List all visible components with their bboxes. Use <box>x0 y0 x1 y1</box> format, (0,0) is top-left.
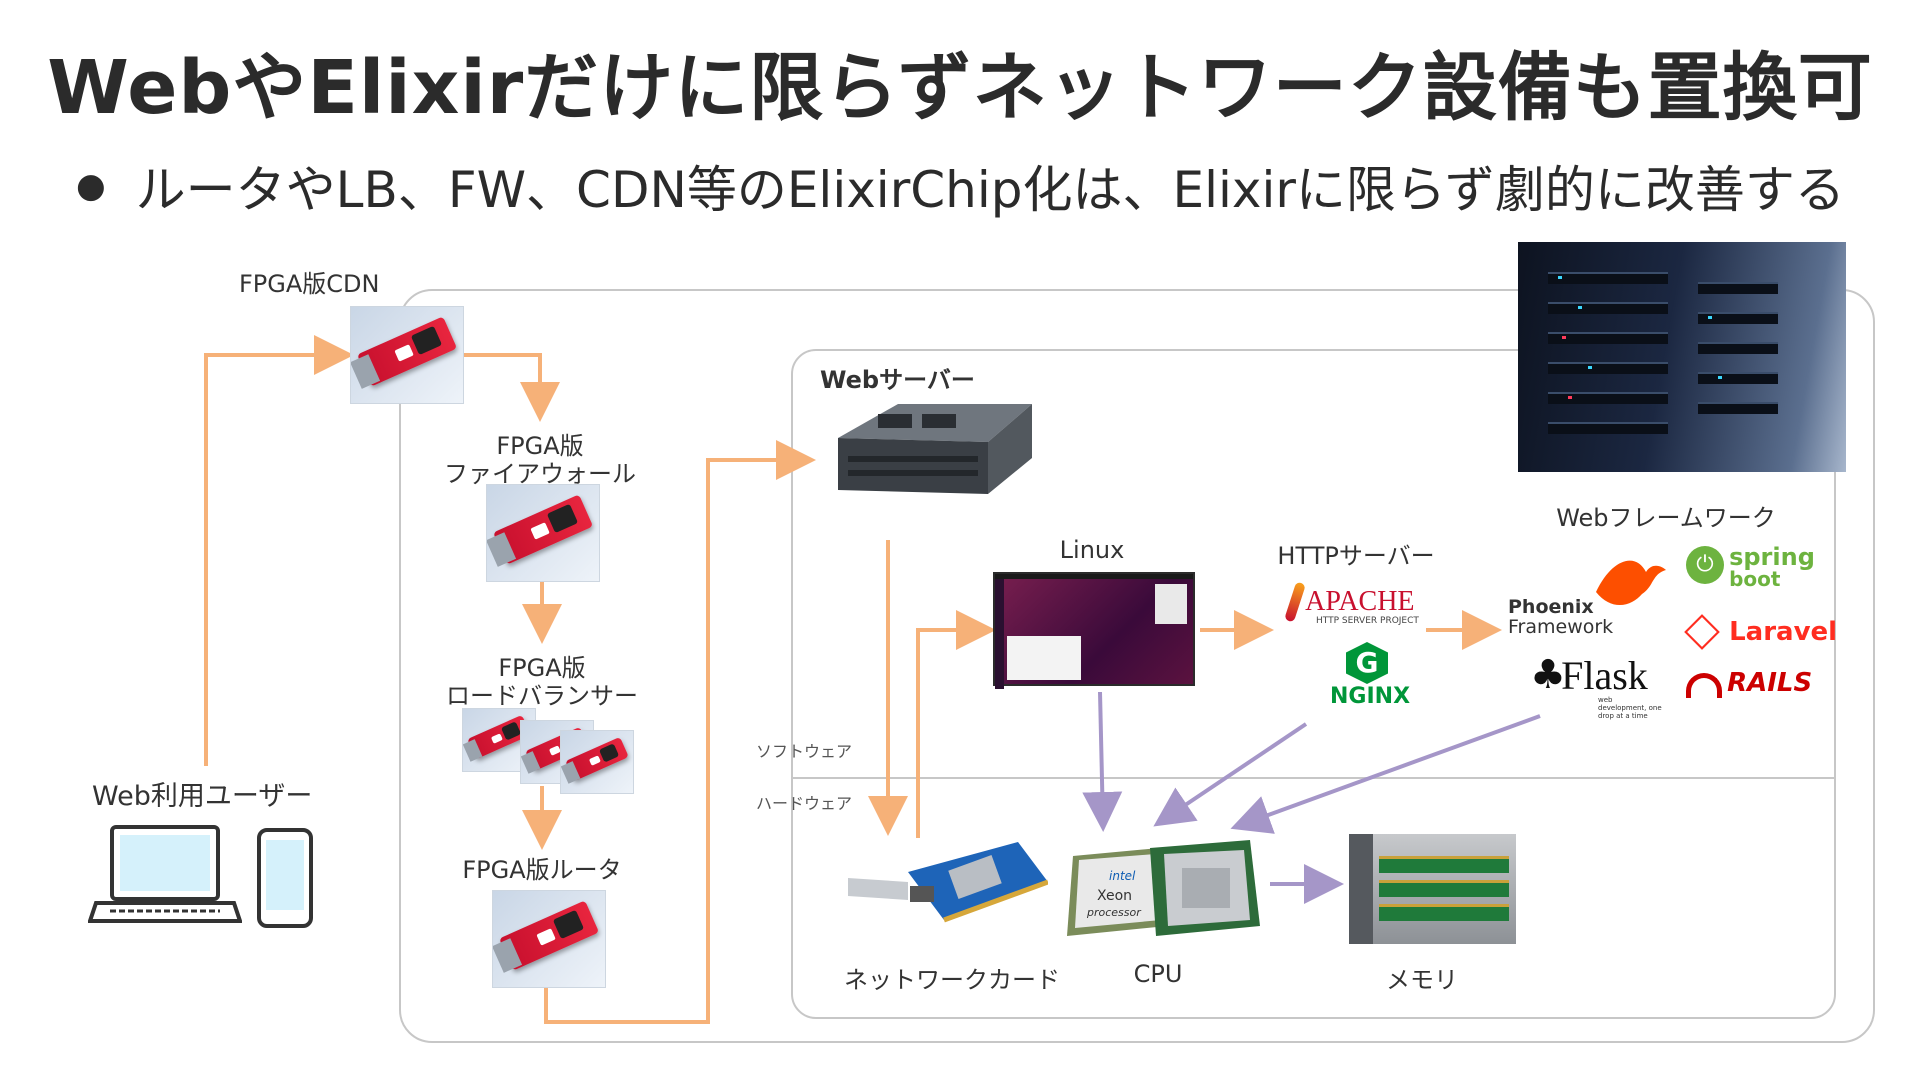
linux-label: Linux <box>1059 536 1125 564</box>
fpga-card-icon <box>560 730 634 794</box>
xeon-text: Xeon <box>1097 888 1132 904</box>
outer-frame <box>399 289 1875 1043</box>
smartphone-icon <box>257 828 313 928</box>
power-icon: ⏻ <box>1686 546 1724 584</box>
web-user-label: Web利用ユーザー <box>92 781 313 812</box>
arrow-router-to-server <box>544 440 816 1024</box>
fpga-loadbalancer-label-line1: FPGA版 <box>498 654 586 682</box>
server-rack-icon <box>1518 242 1846 472</box>
web-framework-label: Webフレームワーク <box>1556 504 1776 532</box>
cpu-icon: intel Xeon processor <box>1067 848 1167 936</box>
fpga-router-label: FPGA版ルータ <box>462 856 622 884</box>
network-card-icon <box>848 842 1048 923</box>
fpga-cdn-label: FPGA版CDN <box>239 270 380 298</box>
web-server-frame <box>791 349 1836 1019</box>
fpga-card-icon <box>350 306 464 404</box>
slide-title: WebやElixirだけに限らずネットワーク設備も置換可 <box>47 45 1873 131</box>
flask-horn-icon: ♣ <box>1530 652 1566 698</box>
fpga-loadbalancer-label-line2: ロードバランサー <box>446 682 638 710</box>
rack-server-icon <box>838 404 1032 494</box>
arrow-cdn-to-fw <box>462 353 560 422</box>
bullet-text: ルータやLB、FW、CDN等のElixirChip化は、Elixirに限らず劇的… <box>135 161 1845 219</box>
hardware-label: ハードウェア <box>756 794 853 813</box>
phoenix-logo: Phoenix Framework <box>1508 596 1614 638</box>
laravel-cube-icon <box>1684 614 1720 650</box>
bullet-point: ● ルータやLB、FW、CDN等のElixirChip化は、Elixirに限らず… <box>76 150 1845 222</box>
apache-logo: APACHE <box>1284 581 1415 623</box>
flask-subtitle: web development, one drop at a time <box>1598 696 1662 720</box>
rails-logo: RAILS <box>1686 668 1812 698</box>
intel-text: intel <box>1109 869 1136 883</box>
web-server-label: Webサーバー <box>820 366 975 394</box>
memory-icon <box>1349 834 1516 944</box>
cpu-icon <box>1150 840 1260 936</box>
fpga-card-icon <box>486 484 600 582</box>
phoenix-bird-icon <box>1592 552 1668 614</box>
software-label: ソフトウェア <box>756 742 853 761</box>
fpga-firewall-label-line2: ファイアウォール <box>444 460 636 488</box>
arrow-linux-to-cpu <box>1082 691 1123 832</box>
laptop-icon <box>88 825 242 923</box>
memory-label: メモリ <box>1386 966 1458 994</box>
arrow-user-to-cdn <box>204 335 354 766</box>
processor-text: processor <box>1086 906 1142 919</box>
arrow-http-to-cpu <box>1153 722 1308 827</box>
cpu-label: CPU <box>1133 960 1183 988</box>
rails-arc-icon <box>1686 673 1722 698</box>
flask-logo: ♣ Flask <box>1530 652 1648 704</box>
fpga-card-icon <box>492 890 606 988</box>
apache-subtitle: HTTP SERVER PROJECT <box>1316 616 1419 626</box>
bullet-dot-icon: ● <box>76 166 106 206</box>
nginx-logo: G NGINX <box>1330 642 1410 709</box>
spring-boot-logo: ⏻ spring boot <box>1686 545 1815 590</box>
arrow-nic-to-linux <box>916 610 996 838</box>
network-card-label: ネットワークカード <box>844 966 1060 994</box>
fpga-firewall-label-line1: FPGA版 <box>496 432 584 460</box>
nginx-hexagon-icon: G <box>1346 642 1388 684</box>
linux-desktop-icon <box>993 572 1195 689</box>
http-server-label: HTTPサーバー <box>1277 542 1435 570</box>
arrow-framework-to-cpu <box>1230 714 1541 834</box>
laravel-logo: Laravel <box>1684 614 1837 650</box>
